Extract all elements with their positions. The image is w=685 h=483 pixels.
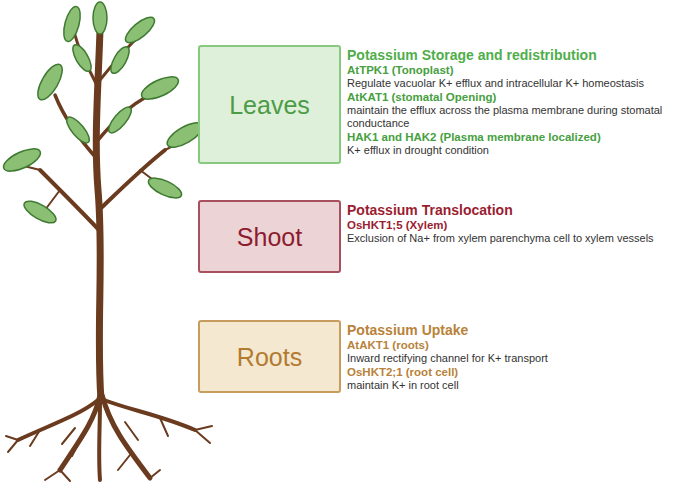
transporter-name: AtAKT1 (roots) xyxy=(347,338,682,352)
function-heading: Potassium Translocation xyxy=(347,202,682,218)
region-label: Shoot xyxy=(200,222,339,252)
transporter-name: AtTPK1 (Tonoplast) xyxy=(347,63,682,77)
description-column: Potassium TranslocationOsHKT1;5 (Xylem)E… xyxy=(347,202,682,245)
transporter-name: AtKAT1 (stomatal Opening) xyxy=(347,90,682,104)
description-column: Potassium UptakeAtAKT1 (roots)Inward rec… xyxy=(347,322,682,392)
transporter-role: Inward rectifying channel for K+ transpo… xyxy=(347,352,682,365)
shoot-box: Potassium TranslocationOsHKT1;5 (Xylem)E… xyxy=(198,200,341,273)
transporter-role: Exclusion of Na+ from xylem parenchyma c… xyxy=(347,232,682,245)
function-heading: Potassium Storage and redistribution xyxy=(347,47,682,63)
leaves-box: Potassium Storage and redistributionAtTP… xyxy=(198,45,341,164)
transporter-name: OsHKT1;5 (Xylem) xyxy=(347,218,682,232)
region-label: Roots xyxy=(200,342,339,372)
region-label: Leaves xyxy=(200,90,339,120)
transporter-role: maintain K+ in root cell xyxy=(347,379,682,392)
function-heading: Potassium Uptake xyxy=(347,322,682,338)
transporter-name: OsHKT2;1 (root cell) xyxy=(347,365,682,379)
transporter-name: HAK1 and HAK2 (Plasma membrane localized… xyxy=(347,130,682,144)
roots-box: Potassium UptakeAtAKT1 (roots)Inward rec… xyxy=(198,320,341,393)
transporter-role: K+ efflux in drought condition xyxy=(347,144,682,157)
description-column: Potassium Storage and redistributionAtTP… xyxy=(347,47,682,157)
transporter-role: Regulate vacuolar K+ efflux and intracel… xyxy=(347,77,682,90)
transporter-role: maintain the efflux across the plasma me… xyxy=(347,104,682,130)
